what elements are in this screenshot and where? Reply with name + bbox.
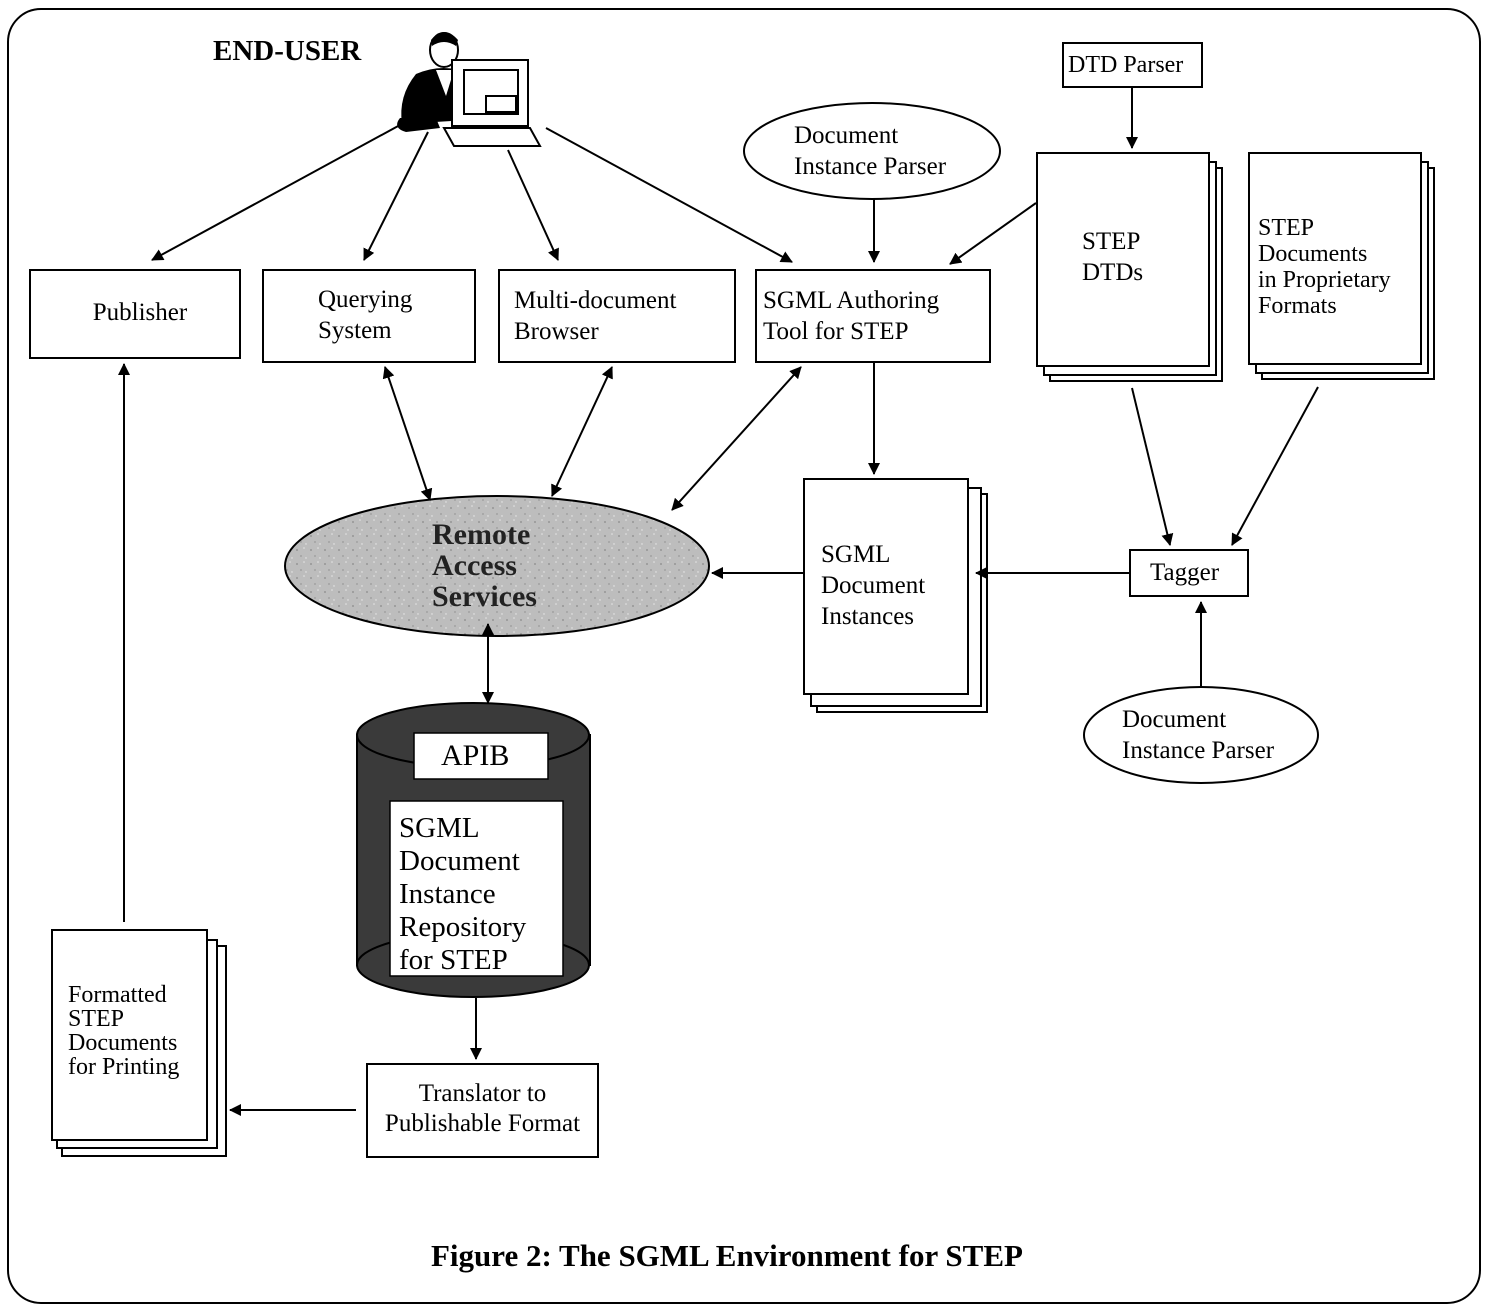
translator-label: Translator to Publishable Format [384, 1080, 581, 1137]
arrow-dtds-to-tagger [1131, 387, 1174, 546]
figure-caption: Figure 2: The SGML Environment for STEP [431, 1238, 1023, 1273]
repository-label: SGML Document Instance Repository for ST… [399, 812, 527, 976]
querying-system-box [262, 269, 476, 363]
remote-access-services-label: Remote Access Services [432, 518, 537, 613]
tagger-label: Tagger [1150, 559, 1220, 586]
arrow-authoring-remote [671, 366, 802, 511]
arrow-dtds-to-authoring [949, 202, 1037, 265]
publisher-box [29, 269, 241, 359]
dtd-parser-label: DTD Parser [1068, 52, 1184, 78]
arrow-browser-remote [551, 366, 613, 497]
sgml-authoring-tool-label: SGML Authoring Tool for STEP [763, 287, 940, 345]
end-user-icon [397, 32, 542, 147]
multi-document-browser-label: Multi-document Browser [514, 287, 677, 345]
translator-box [366, 1063, 599, 1158]
querying-system-label: Querying System [318, 286, 413, 344]
document-instance-parser-bottom-label: Document Instance Parser [1122, 706, 1275, 764]
repository-cylinder [356, 702, 591, 998]
step-dtds-label: STEP DTDs [1082, 228, 1144, 286]
publisher-label: Publisher [92, 299, 188, 326]
remote-access-services-ellipse [284, 495, 710, 637]
document-instance-parser-top-label: Document Instance Parser [794, 122, 947, 180]
apib-label: APIB [441, 739, 510, 772]
sgml-document-instances-stack [803, 478, 988, 713]
arrow-user-to-publisher [151, 124, 401, 261]
formatted-documents-stack [51, 929, 227, 1157]
end-user-label: END-USER [213, 35, 362, 67]
arrow-querying-remote [382, 366, 433, 501]
dtd-parser-box [1062, 42, 1203, 88]
multi-document-browser-box [498, 269, 736, 363]
arrow-user-to-browser [507, 149, 559, 261]
step-dtds-stack [1036, 152, 1223, 382]
figure-frame [7, 8, 1481, 1304]
formatted-step-documents-label: Formatted STEP Documents for Printing [68, 982, 180, 1080]
arrow-proprietary-to-tagger [1231, 386, 1319, 546]
document-instance-parser-top-ellipse [743, 102, 1001, 200]
arrow-user-to-authoring [545, 127, 793, 263]
sgml-document-instances-label: SGML Document Instances [821, 541, 926, 630]
arrow-user-to-querying [363, 131, 429, 261]
step-documents-proprietary-label: STEP Documents in Proprietary Formats [1258, 215, 1391, 319]
step-documents-proprietary-stack [1248, 152, 1435, 380]
